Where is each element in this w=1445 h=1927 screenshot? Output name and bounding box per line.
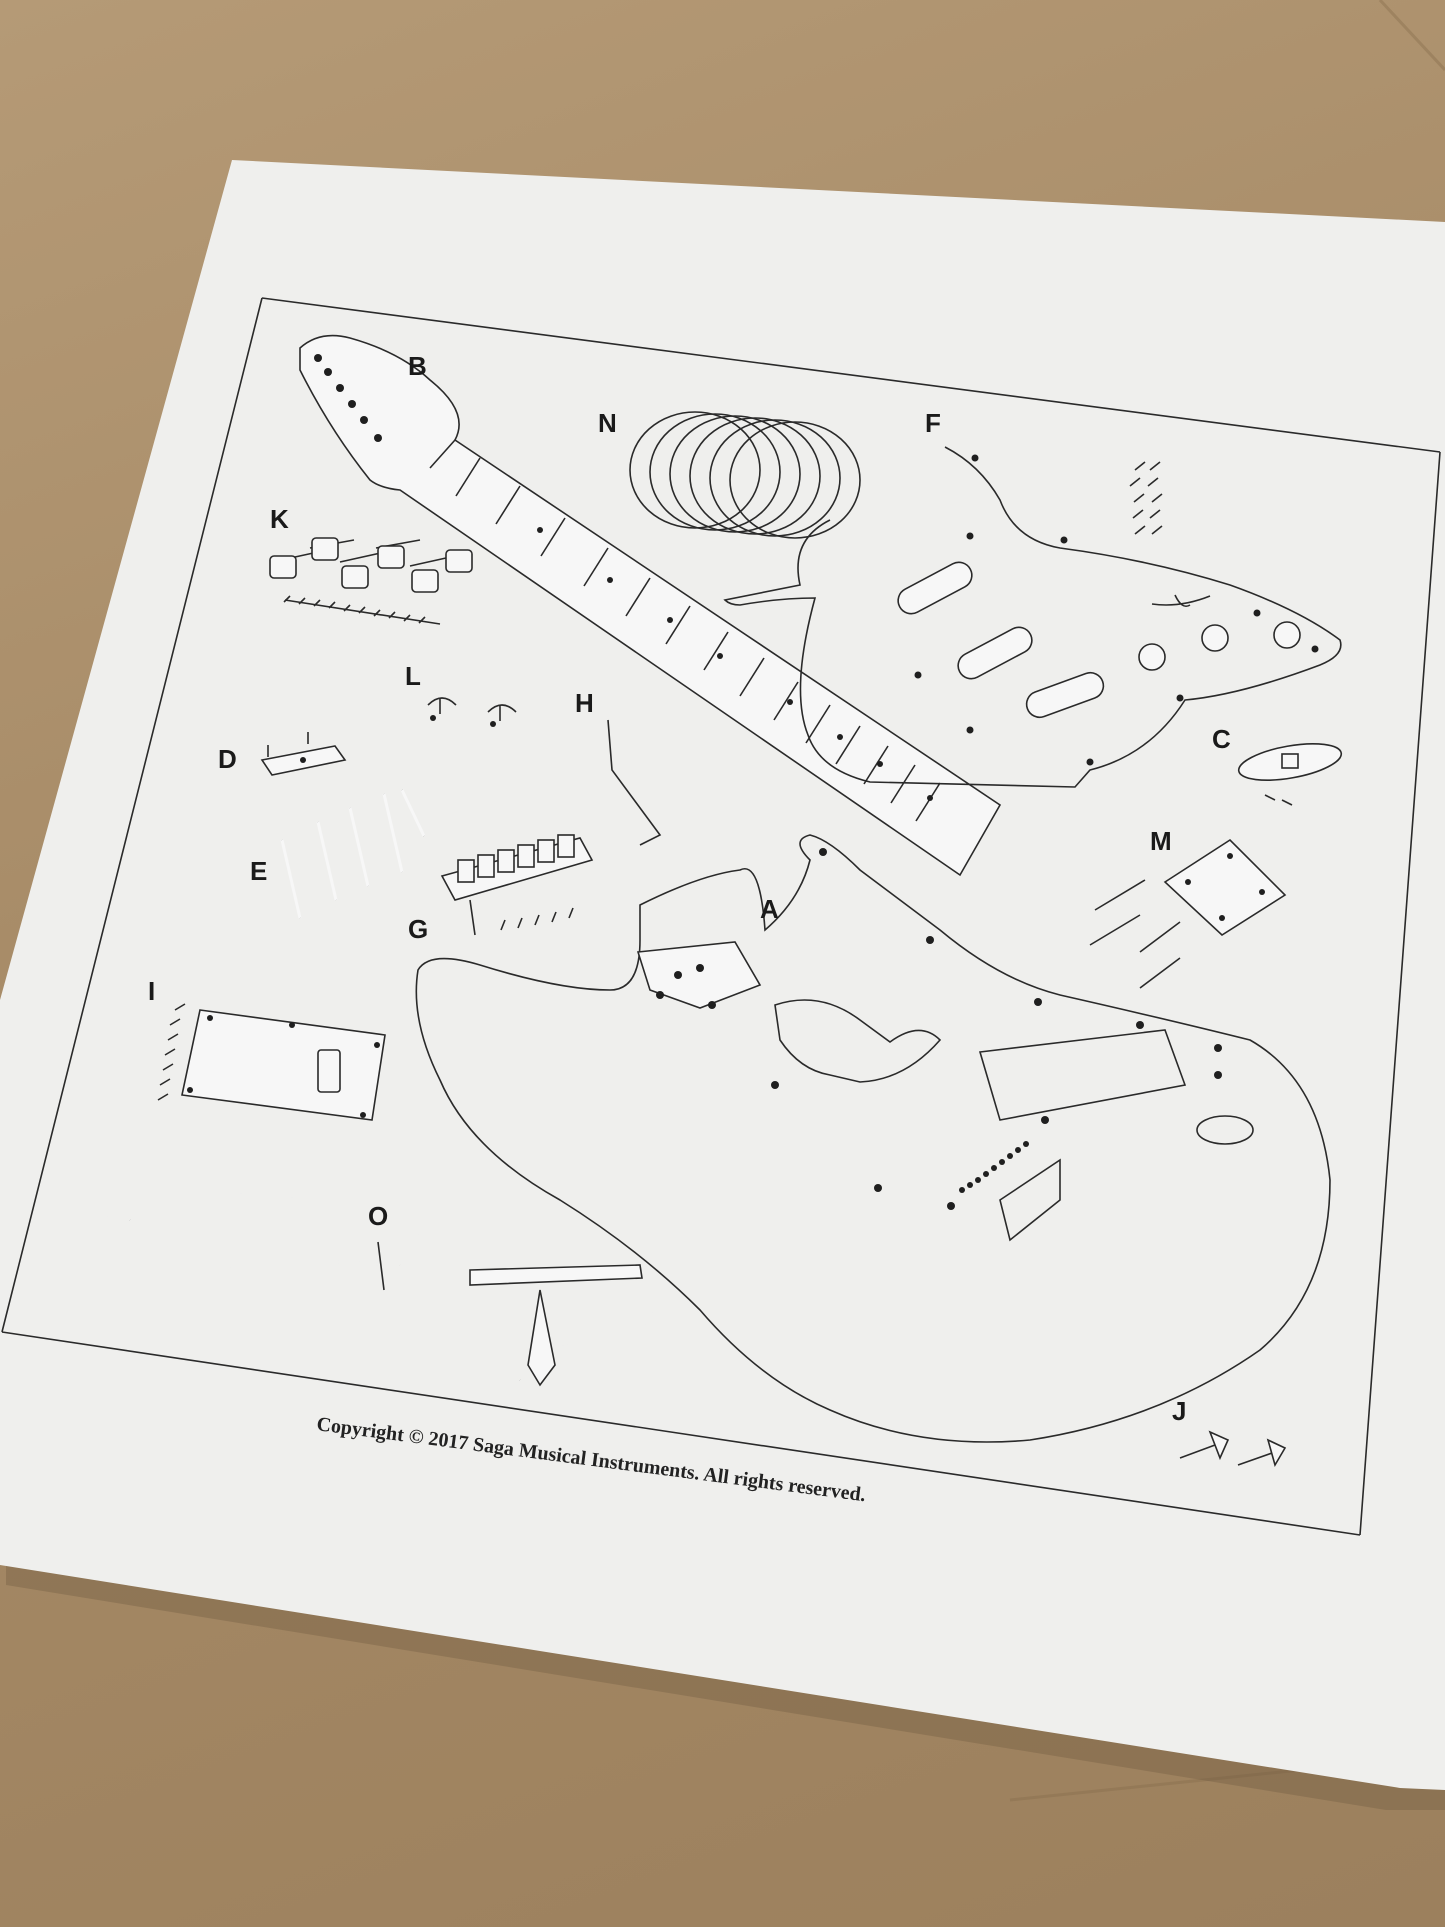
part-labels: A B C D E F G H I J K L M N O xyxy=(148,351,1231,1426)
guitar-cable-drawing xyxy=(107,1187,653,1387)
part-label-e: E xyxy=(250,856,267,886)
part-label-l: L xyxy=(405,661,421,691)
pickguard-screws-drawing xyxy=(1129,461,1163,535)
part-label-f: F xyxy=(925,408,941,438)
part-label-g: G xyxy=(408,914,428,944)
cardboard-seam xyxy=(1378,0,1445,72)
part-label-j: J xyxy=(1172,1396,1186,1426)
part-label-d: D xyxy=(218,744,237,774)
tremolo-arm-drawing xyxy=(607,719,662,846)
string-retainer-drawing xyxy=(260,732,347,776)
part-label-n: N xyxy=(598,408,617,438)
neck-plate-drawing xyxy=(1089,838,1287,989)
part-label-k: K xyxy=(270,504,289,534)
part-label-i: I xyxy=(148,976,155,1006)
tremolo-springs-drawing xyxy=(280,789,426,919)
guitar-body-drawing xyxy=(415,834,1331,1443)
part-label-b: B xyxy=(408,351,427,381)
guitar-strings-drawing xyxy=(629,411,861,539)
part-label-m: M xyxy=(1150,826,1172,856)
part-label-a: A xyxy=(760,894,779,924)
part-label-h: H xyxy=(575,688,594,718)
pickguard-drawing xyxy=(723,446,1342,788)
guitar-neck-drawing xyxy=(299,334,1002,877)
strap-buttons-drawing xyxy=(1179,1430,1287,1468)
string-trees-drawing xyxy=(427,697,517,727)
jack-plate-drawing xyxy=(1237,743,1343,806)
part-label-c: C xyxy=(1212,724,1231,754)
tremolo-bridge-drawing xyxy=(440,834,594,936)
diagram-border xyxy=(1,297,1441,1536)
tuners-drawing xyxy=(269,537,473,625)
part-label-o: O xyxy=(368,1201,388,1231)
back-plate-drawing xyxy=(157,1003,386,1121)
